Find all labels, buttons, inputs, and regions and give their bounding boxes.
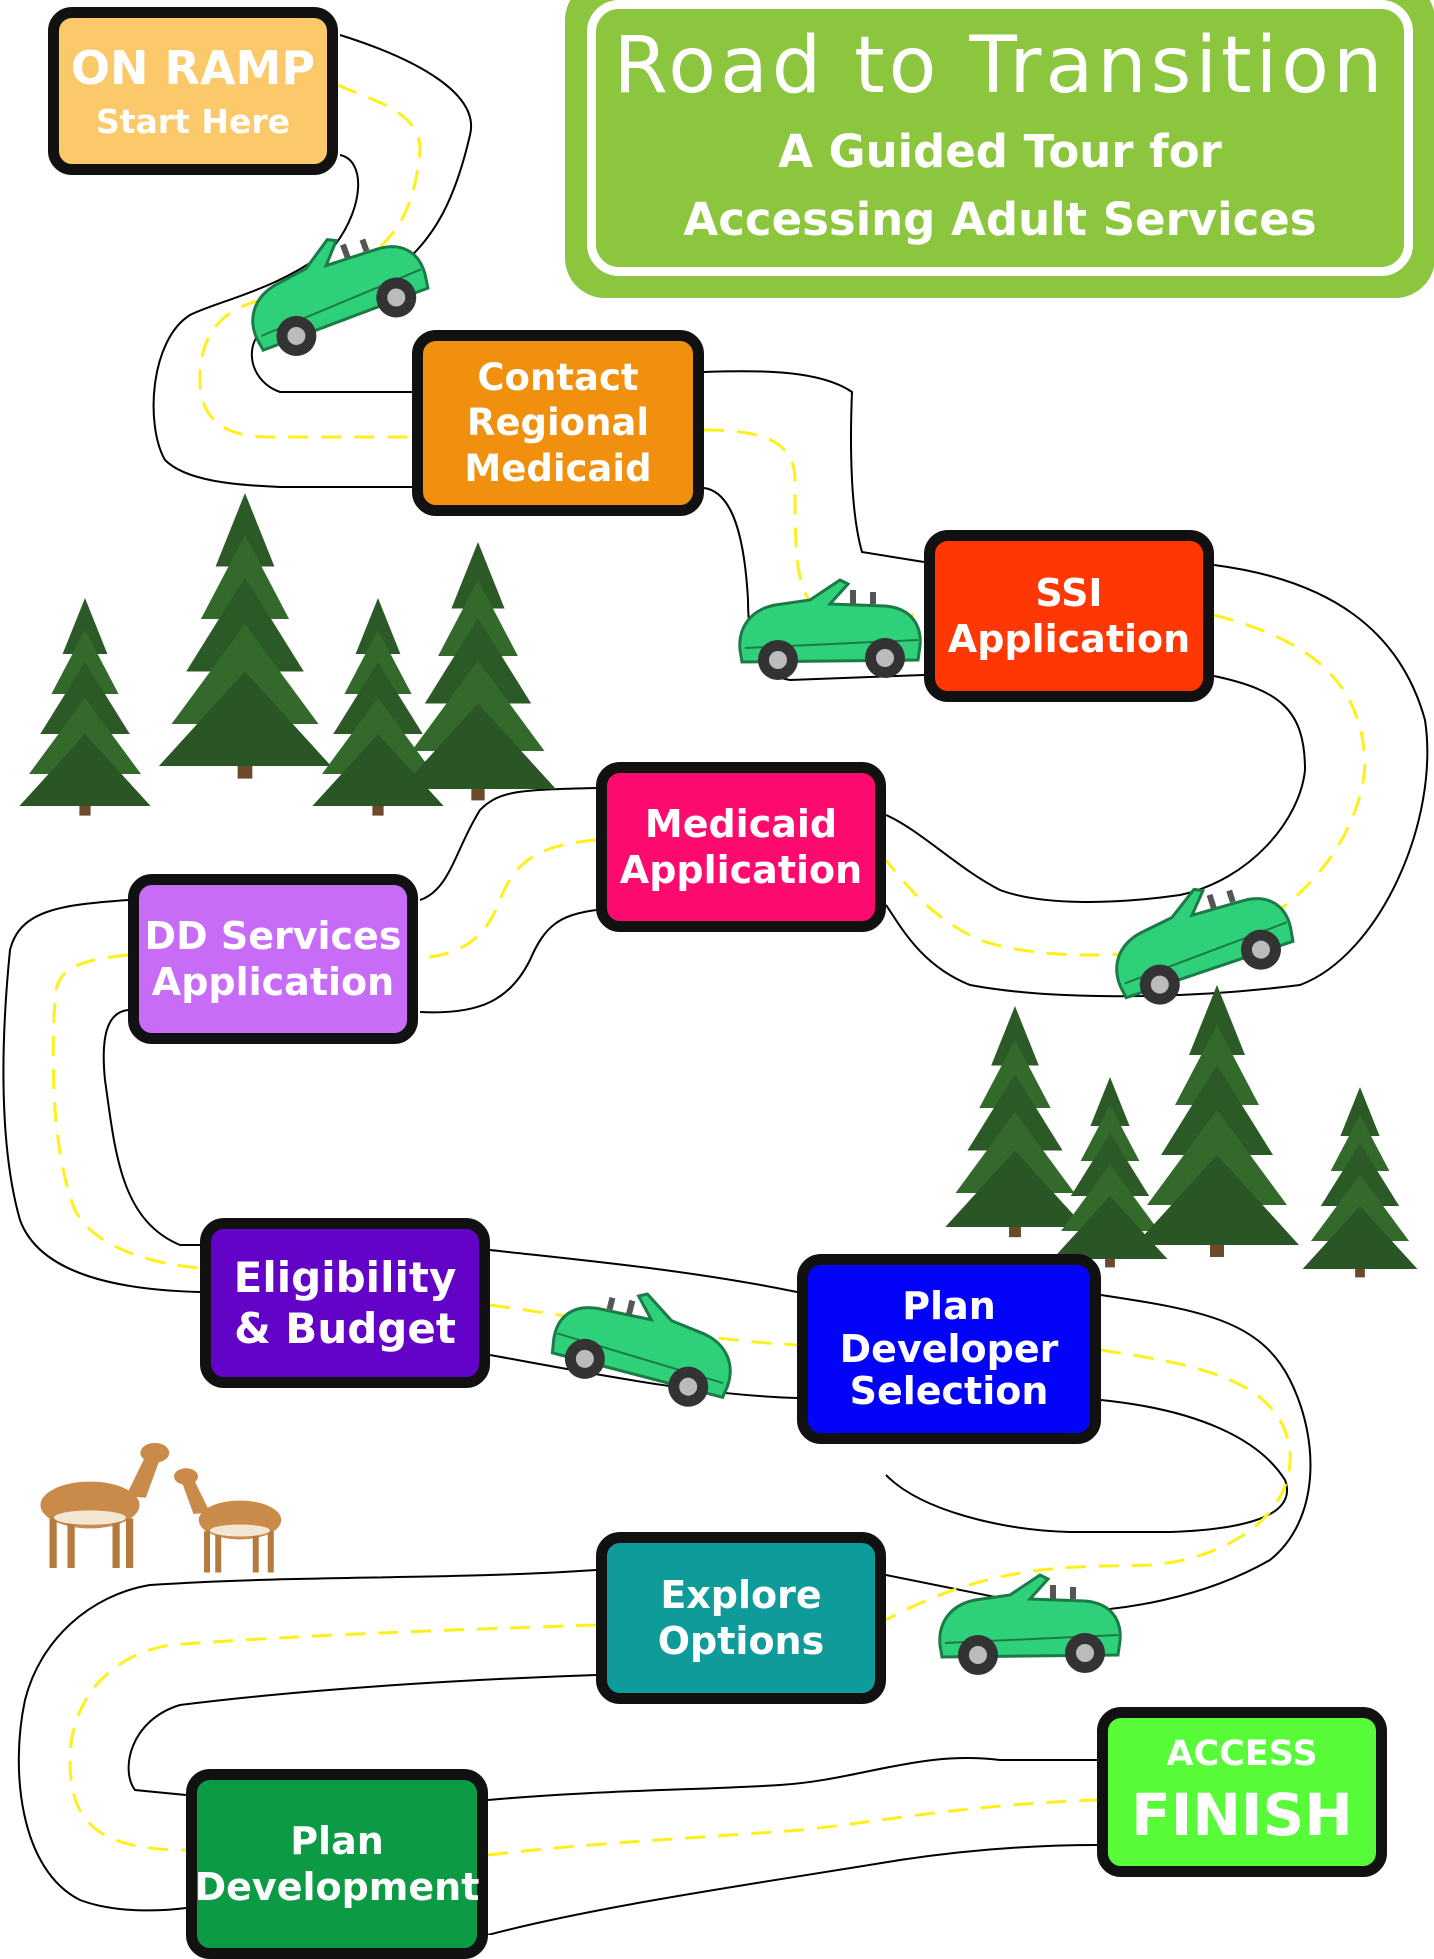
stop-label: Contact — [477, 356, 639, 400]
stop-medicaid-application: Medicaid Application — [596, 762, 886, 932]
stop-label: Application — [151, 960, 395, 1004]
stop-label: Selection — [849, 1369, 1049, 1414]
stop-label: DD Services — [144, 913, 402, 958]
stop-label: Application — [619, 848, 863, 892]
stop-sublabel: Start Here — [95, 101, 290, 141]
stop-plan-development: Plan Development — [186, 1769, 488, 1959]
page-title: Road to Transition — [613, 21, 1387, 111]
title-panel: Road to Transition A Guided Tour for Acc… — [565, 0, 1434, 298]
stop-label: Plan — [902, 1283, 996, 1328]
stop-label: Plan — [290, 1818, 384, 1863]
stop-label: Explore — [660, 1572, 822, 1617]
stop-label: Developer — [839, 1326, 1059, 1371]
stop-explore-options: Explore Options — [596, 1532, 886, 1704]
stop-label: SSI — [1035, 570, 1103, 615]
subtitle-line-1: A Guided Tour for — [778, 125, 1222, 178]
stop-label: ACCESS — [1166, 1734, 1318, 1775]
title-inner-border: Road to Transition A Guided Tour for Acc… — [587, 0, 1413, 276]
stop-contact-regional-medicaid: Contact Regional Medicaid — [412, 330, 704, 516]
stop-label: Medicaid — [464, 446, 652, 490]
stop-label: ON RAMP — [70, 40, 316, 95]
stop-dd-services-application: DD Services Application — [128, 874, 418, 1044]
stop-label: Regional — [466, 401, 650, 445]
subtitle-line-2: Accessing Adult Services — [683, 193, 1317, 246]
stop-eligibility-budget: Eligibility & Budget — [200, 1218, 490, 1388]
stop-access-finish: ACCESS FINISH — [1097, 1707, 1387, 1877]
deer-icon — [40, 1442, 282, 1573]
stop-label: Development — [194, 1865, 480, 1909]
stop-label: Options — [657, 1619, 825, 1663]
stop-plan-developer-selection: Plan Developer Selection — [797, 1254, 1101, 1444]
stop-label: Application — [947, 617, 1191, 661]
road — [2, 34, 1429, 1935]
stop-label-finish: FINISH — [1131, 1780, 1353, 1849]
stop-label: & Budget — [234, 1304, 456, 1353]
stop-on-ramp: ON RAMP Start Here — [48, 7, 338, 175]
stop-label: Medicaid — [644, 801, 838, 846]
stop-ssi-application: SSI Application — [924, 530, 1214, 702]
stop-label: Eligibility — [233, 1252, 457, 1302]
